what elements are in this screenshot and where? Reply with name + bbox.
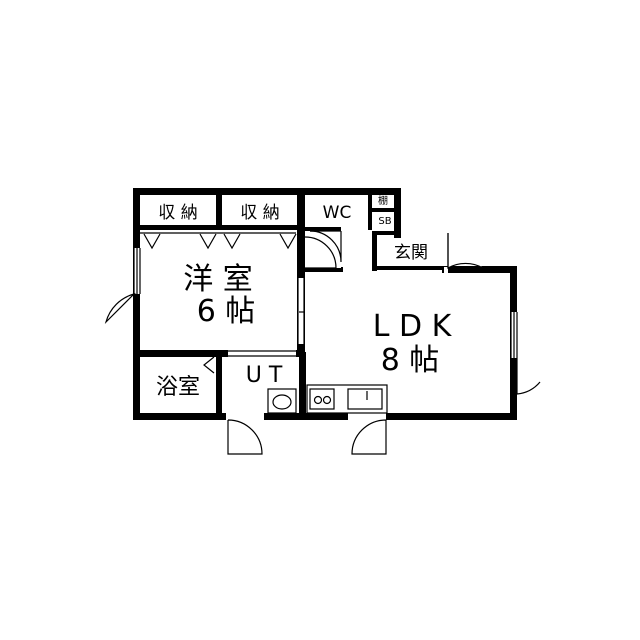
window-swing-west [104, 292, 137, 325]
door-ldk-east [516, 358, 541, 395]
ldk-label: L D K [373, 309, 453, 344]
room-labels: 収 納 収 納 WC 棚 SB 玄関 洋 室 6 帖 L D K 8 帖 浴室 … [156, 194, 453, 400]
kitchen-counter [306, 384, 388, 414]
bath-label: 浴室 [156, 375, 200, 400]
washbasin-icon [267, 388, 297, 414]
wc-label: WC [323, 203, 352, 223]
bath-door [203, 356, 215, 374]
western-room-label: 洋 室 [183, 262, 253, 297]
western-room-size: 6 帖 [197, 294, 256, 329]
door-wc [309, 230, 342, 263]
closet2-label: 収 納 [240, 203, 279, 223]
door-front [447, 233, 484, 270]
ldk-size: 8 帖 [381, 343, 440, 378]
closet1-label: 収 納 [158, 203, 197, 223]
door-kitchen [351, 419, 387, 455]
sink-icon [347, 388, 383, 410]
doors [104, 230, 541, 455]
door-entrance-wc [304, 236, 337, 269]
closet-doors [140, 232, 297, 250]
utility-label: U T [246, 363, 283, 388]
stove-icon [309, 388, 335, 410]
door-ut [227, 419, 263, 455]
entrance-label: 玄関 [394, 243, 428, 263]
sb-label: SB [378, 216, 391, 227]
shelf-label: 棚 [378, 194, 388, 207]
